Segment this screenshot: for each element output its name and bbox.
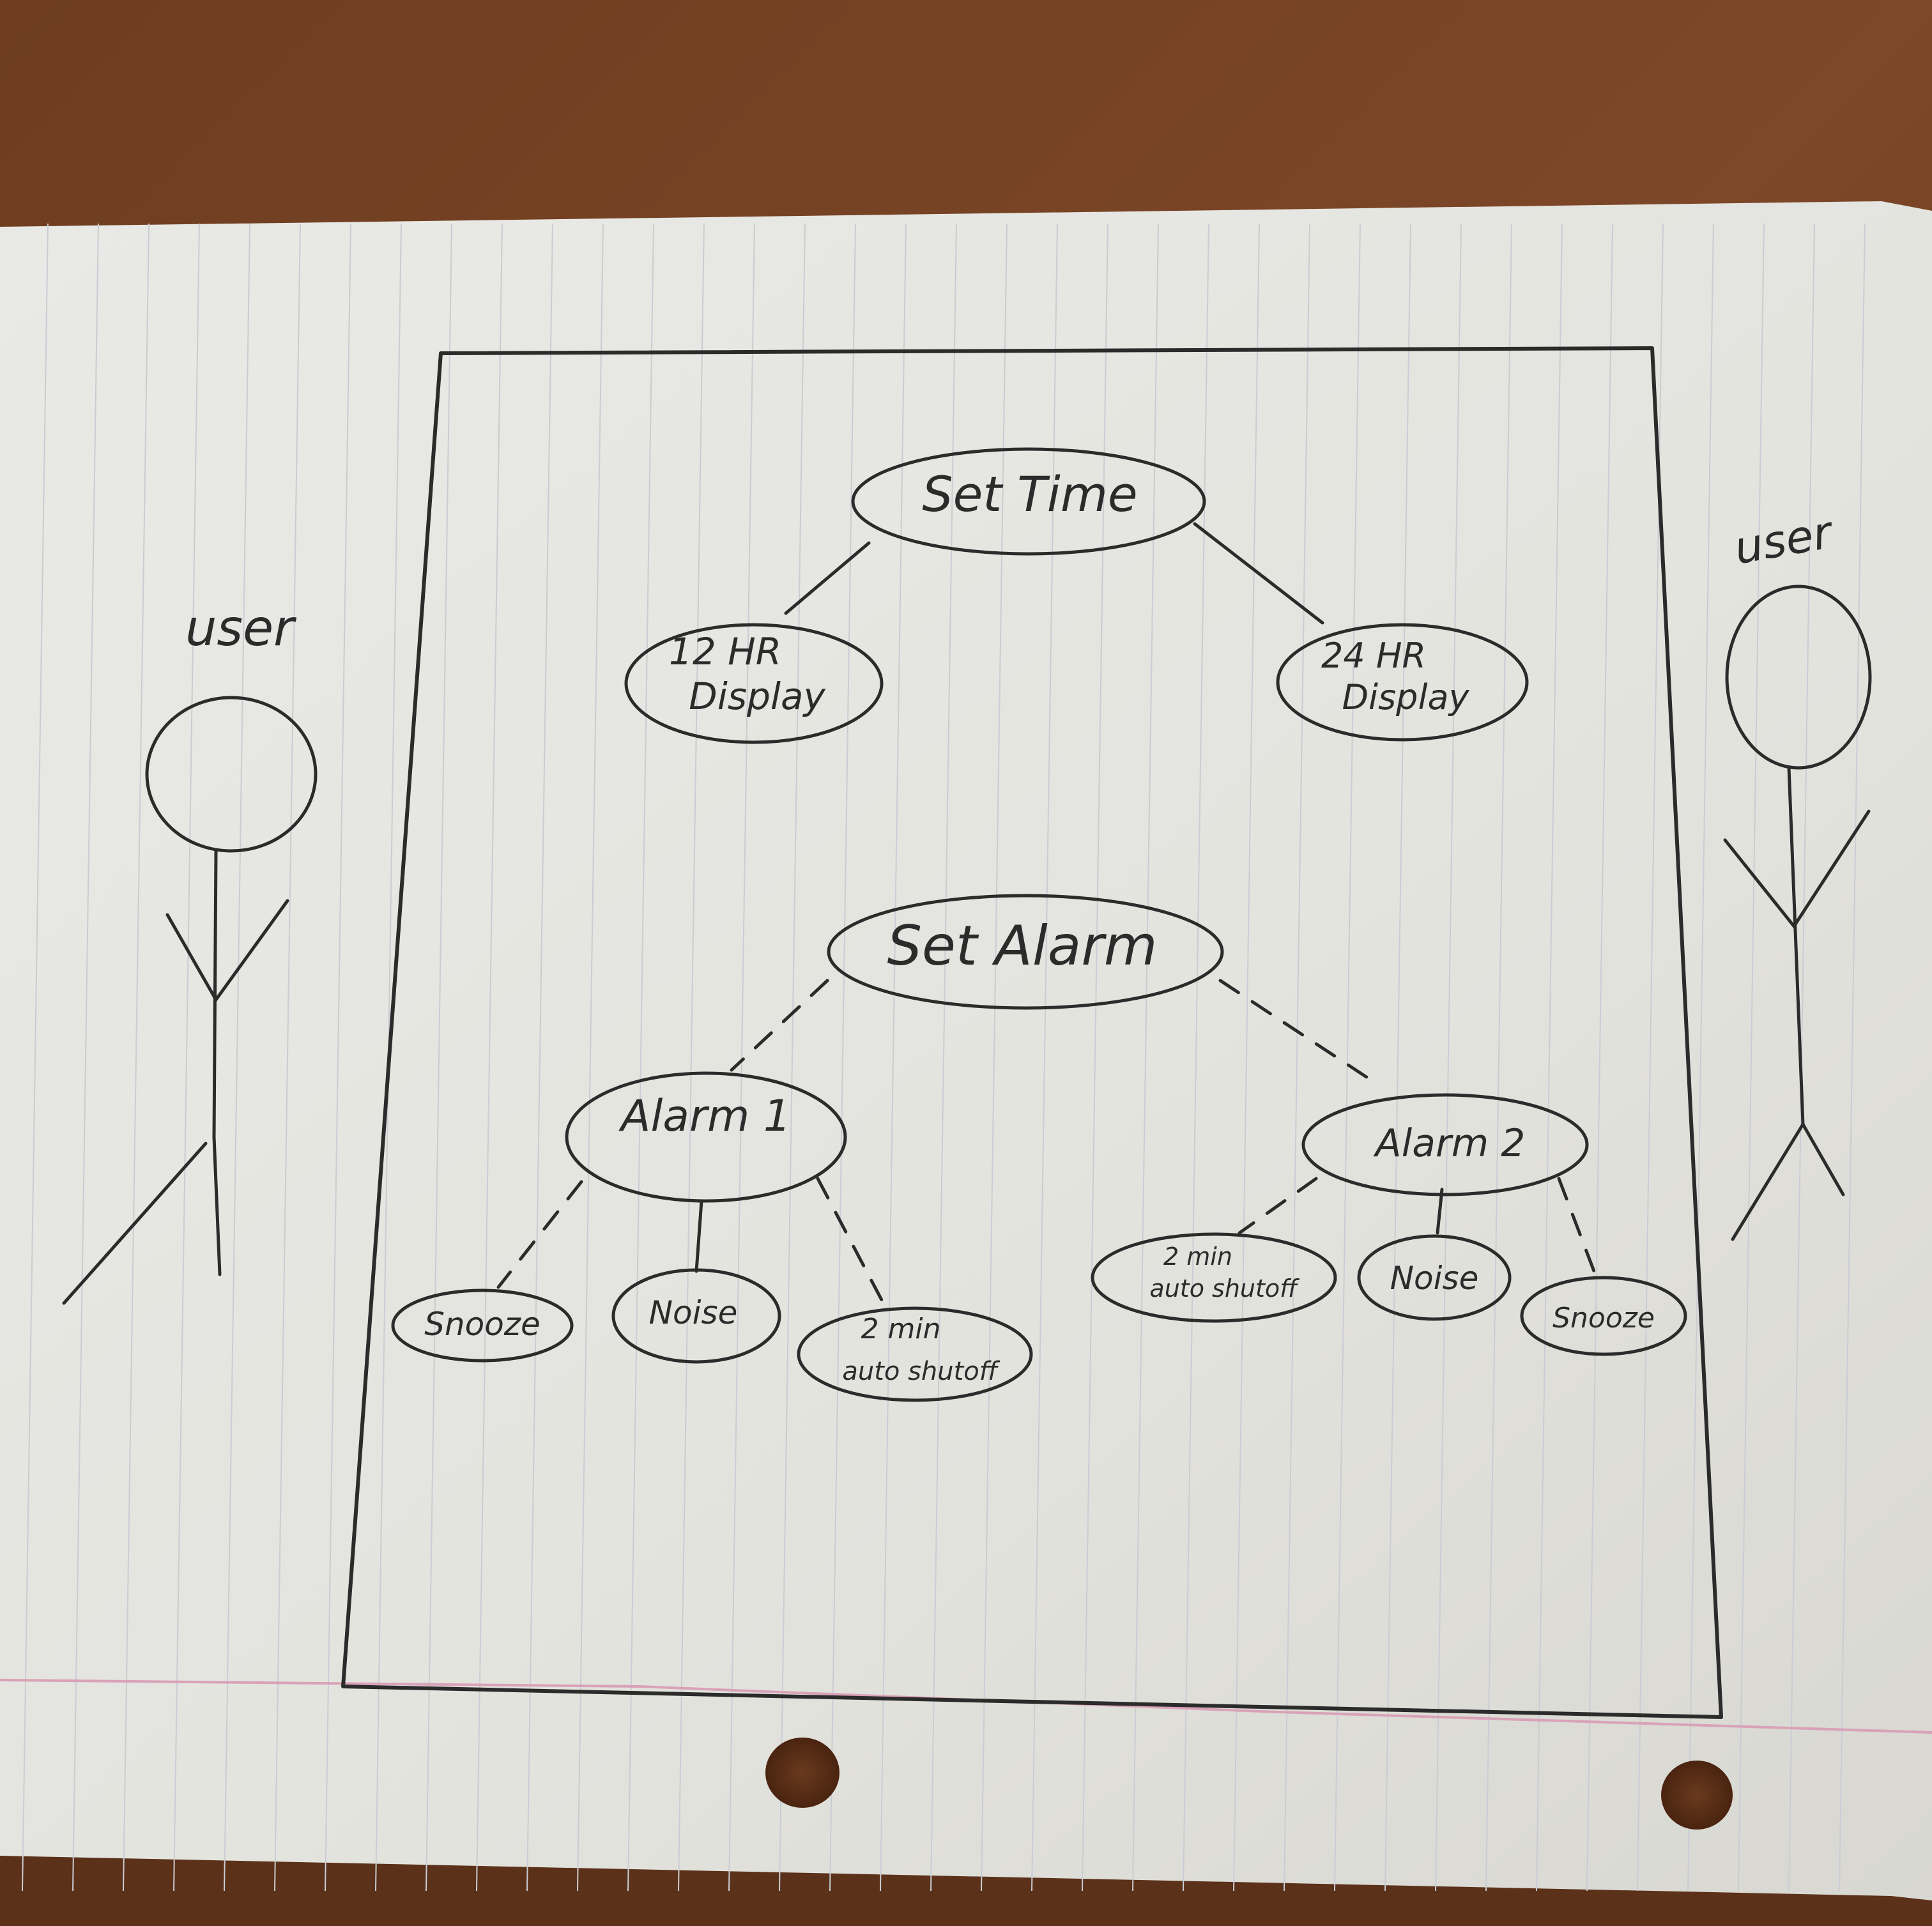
edge-setalarm-alarm2: [1218, 979, 1382, 1088]
label-alarm-1: Alarm 1: [618, 1091, 791, 1142]
label-a1-noise: Noise: [649, 1294, 738, 1331]
ruled-line: [224, 223, 250, 1892]
ruled-line: [930, 223, 957, 1892]
actor-right-head: [1725, 585, 1872, 770]
ruled-line: [880, 223, 907, 1892]
actor-right-legs: [1731, 1121, 1845, 1241]
usecase-a2-noise: [1357, 1234, 1512, 1321]
edge-alarm2-snooze: [1557, 1177, 1596, 1273]
ruled-line: [123, 223, 150, 1892]
edge-setalarm-alarm1: [730, 979, 829, 1072]
ruled-line: [577, 223, 604, 1892]
label-set-time: Set Time: [922, 466, 1137, 523]
ruled-line: [829, 223, 856, 1892]
actor-right-arms: [1723, 809, 1871, 929]
usecase-a1-snooze: [391, 1288, 574, 1363]
usecase-a2-snooze: [1520, 1276, 1687, 1356]
actor-left-body: [212, 849, 222, 1276]
ruled-line: [476, 223, 503, 1892]
ruled-line: [1738, 223, 1765, 1892]
ruled-line: [1586, 223, 1613, 1892]
label-12hr-line1: 12 HR: [669, 630, 781, 673]
ruled-line: [1485, 223, 1512, 1892]
label-12hr-line2: Display: [689, 675, 825, 718]
ruled-line: [1687, 223, 1714, 1892]
label-a2-noise: Noise: [1390, 1260, 1479, 1297]
actor-left-arms: [165, 899, 289, 1003]
ruled-line: [526, 223, 553, 1892]
ruled-line: [981, 223, 1008, 1892]
binder-hole-left: [765, 1738, 839, 1808]
ruled-line: [728, 223, 755, 1892]
usecase-set-alarm: [827, 894, 1224, 1010]
usecase-12hr-display: [624, 623, 884, 744]
ruled-line: [173, 223, 200, 1892]
ruled-line: [1536, 223, 1563, 1892]
label-24hr-line2: Display: [1342, 677, 1469, 717]
ruled-line: [1082, 223, 1108, 1892]
binder-hole-right: [1661, 1761, 1733, 1830]
label-24hr-line1: 24 HR: [1321, 636, 1426, 676]
edge-alarm1-snooze: [496, 1180, 583, 1289]
label-a2-shutoff-line2: auto shutoff: [1149, 1274, 1300, 1303]
usecase-alarm-2: [1301, 1093, 1589, 1196]
ruled-line: [627, 223, 654, 1892]
ruled-line: [325, 223, 351, 1892]
label-set-alarm: Set Alarm: [887, 914, 1157, 978]
ruled-line: [425, 223, 452, 1892]
label-alarm-2: Alarm 2: [1373, 1121, 1526, 1166]
ruled-line: [72, 223, 99, 1892]
actor-left-legs: [62, 1142, 208, 1305]
edge-settime-12hr: [784, 541, 871, 615]
label-a1-shutoff-line2: auto shutoff: [842, 1357, 1000, 1386]
system-boundary: [341, 346, 1723, 1719]
edge-alarm1-noise: [694, 1199, 703, 1273]
usecase-a1-noise: [611, 1268, 781, 1364]
usecase-set-time: [851, 447, 1206, 556]
edge-alarm1-shutoff: [816, 1177, 884, 1302]
edge-alarm2-shutoff: [1238, 1177, 1318, 1235]
usecase-24hr-display: [1276, 623, 1529, 742]
ruled-line: [779, 223, 806, 1892]
usecase-alarm-1: [565, 1071, 847, 1203]
notebook-paper: [0, 201, 1932, 1900]
label-a1-snooze: Snooze: [424, 1306, 540, 1343]
usecase-a2-shutoff: [1091, 1232, 1337, 1323]
actor-left-head: [145, 696, 318, 853]
ruled-line: [22, 223, 49, 1892]
ruled-line: [1233, 223, 1260, 1892]
ruled-line: [678, 223, 705, 1892]
ruled-line: [1435, 223, 1462, 1892]
ruled-line: [1132, 223, 1159, 1892]
edge-alarm2-noise: [1436, 1188, 1444, 1235]
actor-right: [1723, 585, 1872, 1241]
ruled-line: [1334, 223, 1361, 1892]
ruled-line: [274, 223, 301, 1892]
edge-settime-24hr: [1193, 522, 1324, 625]
ruled-line: [1384, 223, 1411, 1892]
ruled-line: [1284, 223, 1310, 1892]
label-a1-shutoff-line1: 2 min: [861, 1313, 941, 1345]
usecase-a1-shutoff: [797, 1306, 1033, 1402]
actor-left: [62, 696, 318, 1305]
ruled-line: [1839, 223, 1866, 1892]
actor-right-body: [1787, 766, 1805, 1126]
actor-left-label: user: [185, 600, 297, 657]
label-a2-snooze: Snooze: [1552, 1302, 1655, 1334]
ruled-line: [1031, 223, 1058, 1892]
label-a2-shutoff-line1: 2 min: [1163, 1242, 1232, 1271]
